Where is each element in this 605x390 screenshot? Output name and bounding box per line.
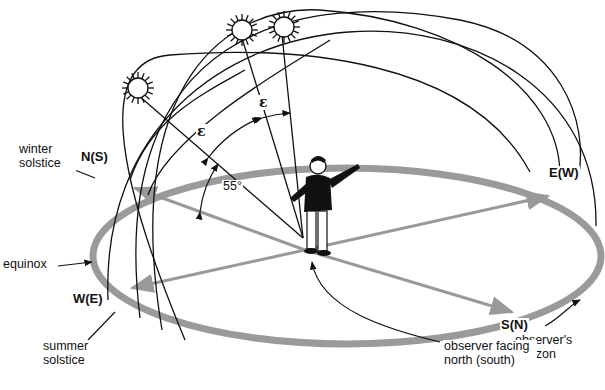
observer-figure xyxy=(290,156,360,256)
angle-arcs xyxy=(200,113,290,212)
leader-lines xyxy=(58,165,580,342)
direction-label: N(S) xyxy=(80,150,109,164)
observer-label: observer facing north (south) xyxy=(443,340,537,368)
sun-icon xyxy=(122,72,154,104)
angle-symbol: ε xyxy=(196,124,207,139)
angle-label: 55° xyxy=(222,180,243,194)
sun-icons xyxy=(122,11,300,104)
sun-rays xyxy=(138,35,303,238)
horizon-ellipse xyxy=(93,168,601,344)
equinox-label: equinox xyxy=(2,258,48,272)
angle-symbol: ε xyxy=(258,95,269,110)
solstice-label: summer solstice xyxy=(42,340,114,368)
direction-label: E(W) xyxy=(548,166,580,180)
sun-icon xyxy=(226,14,258,46)
solstice-label: winter solstice xyxy=(18,143,76,171)
direction-label: S(N) xyxy=(500,318,529,332)
compass-arrows xyxy=(132,188,548,312)
sun-icon xyxy=(268,11,300,43)
sun-paths xyxy=(108,10,596,340)
direction-label: W(E) xyxy=(72,292,104,306)
